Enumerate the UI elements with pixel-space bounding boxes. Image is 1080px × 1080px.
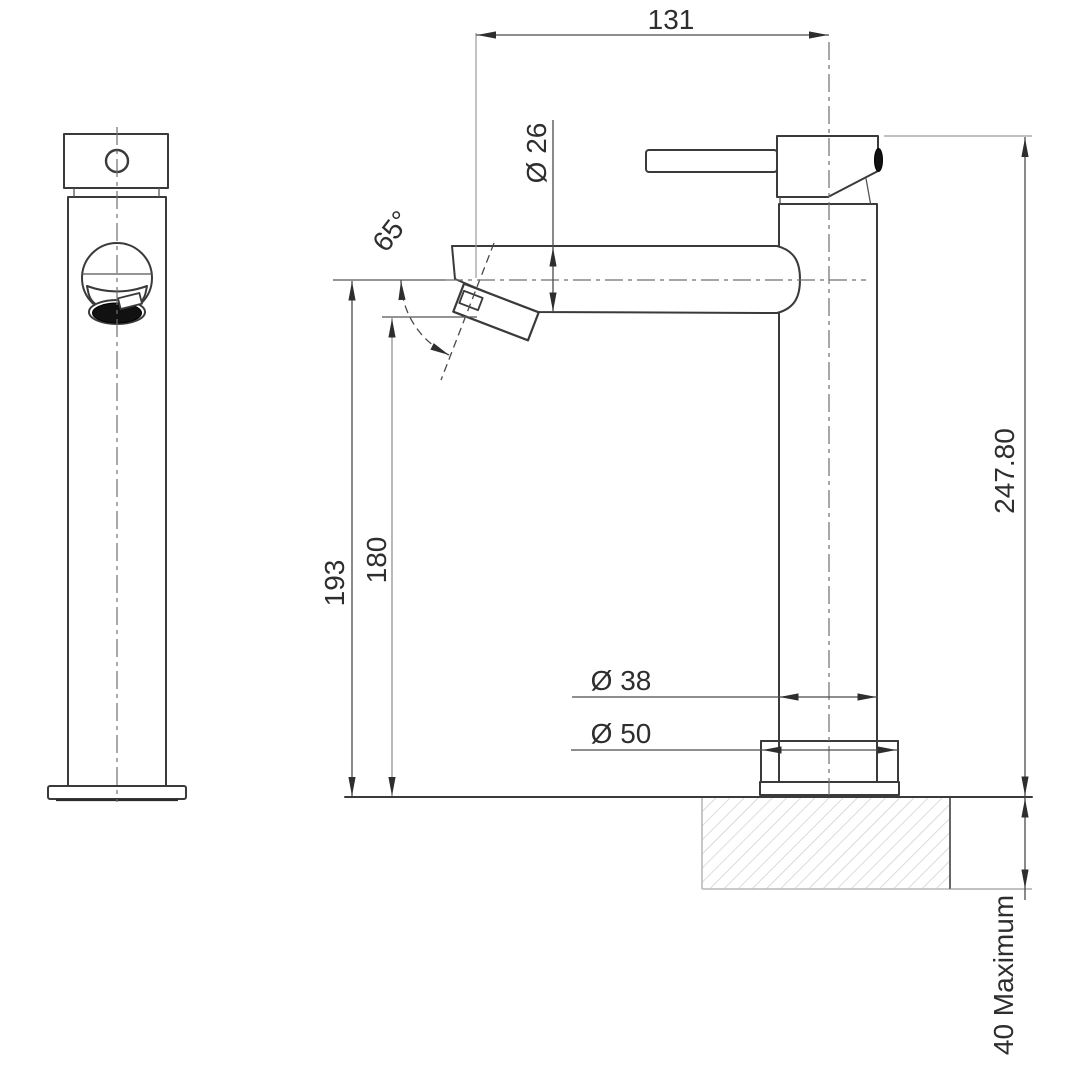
neck-tick-right [865, 178, 872, 204]
dim-label-height-spout-centre: 193 [319, 560, 350, 607]
dim-label-overall-height: 247.80 [989, 428, 1020, 514]
dim-label-base-diameter: Ø 50 [591, 718, 652, 749]
dim-label-height-outlet: 180 [361, 537, 392, 584]
dim-label-spout-reach: 131 [648, 4, 695, 35]
arrowhead [388, 777, 396, 796]
aerator-clip-side [458, 289, 484, 312]
arrowhead [877, 746, 897, 754]
dim-label-bench-thickness: 40 Maximum [988, 895, 1019, 1055]
dim-spout-diameter: Ø 26 [521, 120, 557, 312]
arrowhead [1021, 798, 1029, 818]
arrowhead [430, 343, 451, 359]
handle-cap-side [776, 135, 879, 198]
body-column-side [778, 203, 878, 742]
arrowhead [348, 281, 356, 301]
dim-label-spout-diameter: Ø 26 [521, 123, 552, 184]
arrowhead [762, 746, 782, 754]
dim-height-spout-centre: 193 [319, 281, 356, 796]
dim-overall-height: 247.80 [884, 135, 1032, 796]
arrowhead [477, 31, 496, 39]
dim-label-body-diameter: Ø 38 [591, 665, 652, 696]
arrowhead [388, 318, 396, 338]
dim-body-diameter: Ø 38 [572, 665, 878, 701]
aerator-clip-front [117, 292, 143, 310]
arrowhead [1021, 869, 1029, 889]
centerlines [333, 42, 866, 795]
dim-base-diameter: Ø 50 [571, 718, 898, 754]
dim-label-outlet-angle: 65° [366, 205, 416, 257]
dim-spout-reach: 131 [475, 4, 829, 278]
arrowhead [1021, 138, 1029, 157]
front-view [47, 127, 187, 802]
lever-handle [645, 149, 778, 173]
bench-hatch [702, 798, 950, 889]
dim-outlet-angle: 65° [366, 205, 451, 359]
dim-height-outlet: 180 [361, 318, 396, 796]
dim-bench-thickness: 40 Maximum [988, 798, 1029, 1055]
arrowhead [348, 777, 356, 796]
bench-section [344, 796, 1033, 890]
arrowhead [1021, 776, 1029, 796]
handle-pin-side [874, 148, 883, 172]
outlet-axis-dashed [440, 242, 495, 381]
arrowhead [809, 31, 828, 39]
arrowhead [397, 280, 406, 301]
side-view [440, 135, 900, 796]
